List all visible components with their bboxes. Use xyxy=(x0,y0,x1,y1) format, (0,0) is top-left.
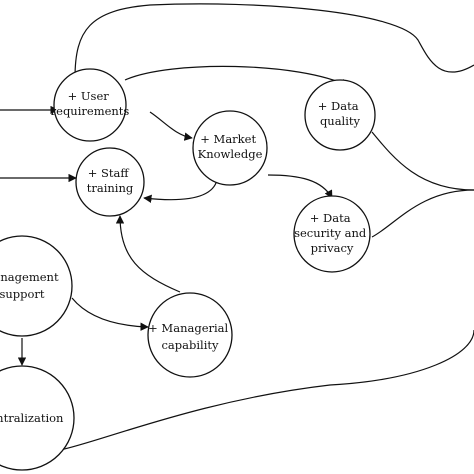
edge-top-loop xyxy=(74,3,474,79)
edge-market-to-datasec xyxy=(267,174,333,199)
node-data-security-privacy: + Data security and privacy xyxy=(293,195,371,273)
node-data-quality-label: + Data quality xyxy=(318,99,363,128)
edge-mgmt-to-staff xyxy=(115,215,181,293)
node-data-quality: + Data quality xyxy=(304,79,376,151)
node-staff-training-label: + Staff training xyxy=(87,166,134,195)
node-centralization: Centralization xyxy=(0,365,75,471)
node-market-knowledge: + Market Knowledge xyxy=(192,110,268,186)
node-market-knowledge-label: + Market Knowledge xyxy=(198,132,263,161)
edge-bottom-loop xyxy=(59,329,474,451)
node-data-security-privacy-label: + Data security and privacy xyxy=(294,211,370,255)
edge-user-to-dataq xyxy=(124,65,349,87)
node-managerial-capability: + Managerial capability xyxy=(147,292,233,378)
edge-user-to-market xyxy=(149,111,193,141)
node-user-requirements: + User requirements xyxy=(51,68,130,142)
node-management-support-label: Management support xyxy=(0,270,62,301)
edge-datasec-to-right xyxy=(371,189,474,238)
node-centralization-label: Centralization xyxy=(0,411,64,425)
edge-dataq-to-right xyxy=(371,131,474,191)
edge-market-to-staff xyxy=(143,179,218,204)
edge-mgmt-to-capab xyxy=(71,297,149,331)
node-managerial-capability-label: + Managerial capability xyxy=(148,321,232,352)
node-staff-training: + Staff training xyxy=(75,147,145,217)
node-user-requirements-label: + User requirements xyxy=(51,89,130,118)
node-management-support: Management support xyxy=(0,235,73,337)
